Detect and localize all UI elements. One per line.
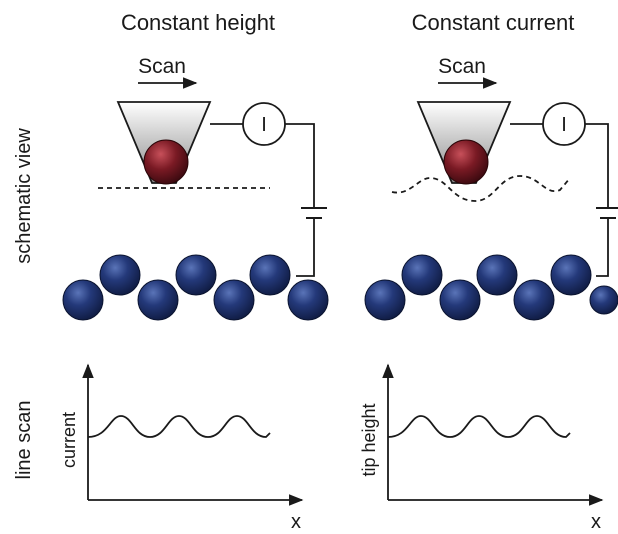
graph-signal-curve: [87, 415, 271, 438]
surface-atom: [213, 279, 255, 321]
row-label-line-scan: line scan: [13, 401, 35, 480]
surface-atom: [175, 254, 217, 296]
surface-atoms: [364, 254, 618, 321]
line-scan-graph: current x: [59, 363, 304, 533]
surface-atom: [513, 279, 555, 321]
panel-title: Constant current: [412, 10, 575, 35]
graph-y-label: current: [59, 412, 79, 468]
tip-atom: [143, 139, 189, 185]
graph-signal-curve: [387, 415, 571, 438]
surface-atom: [476, 254, 518, 296]
current-meter: [542, 102, 586, 146]
surface-atom: [401, 254, 443, 296]
graph-x-label: x: [591, 511, 601, 533]
surface-atom: [364, 279, 406, 321]
surface-atom: [439, 279, 481, 321]
circuit-wire: [510, 123, 609, 277]
surface-atom: [550, 254, 592, 296]
surface-atoms: [62, 254, 329, 321]
surface-atom: [287, 279, 329, 321]
tip-path-wavy: [391, 175, 571, 202]
current-meter-symbol: I: [261, 114, 267, 136]
row-label-schematic: schematic view: [13, 128, 35, 264]
scan-label: Scan: [438, 55, 486, 78]
surface-atom: [99, 254, 141, 296]
circuit-wire: [210, 123, 315, 277]
current-meter-symbol: I: [561, 114, 567, 136]
surface-atom: [249, 254, 291, 296]
panel-constant-current: Constant current Scan I tip he: [359, 10, 618, 533]
tip-atom: [443, 139, 489, 185]
surface-atom: [589, 285, 618, 315]
panel-constant-height: Constant height Scan I current: [59, 10, 329, 533]
scan-label: Scan: [138, 55, 186, 78]
line-scan-graph: tip height x: [359, 363, 604, 533]
graph-x-label: x: [291, 511, 301, 533]
current-meter: [242, 102, 286, 146]
surface-atom: [62, 279, 104, 321]
panel-title: Constant height: [121, 10, 275, 35]
graph-y-label: tip height: [359, 403, 379, 476]
surface-atom: [137, 279, 179, 321]
